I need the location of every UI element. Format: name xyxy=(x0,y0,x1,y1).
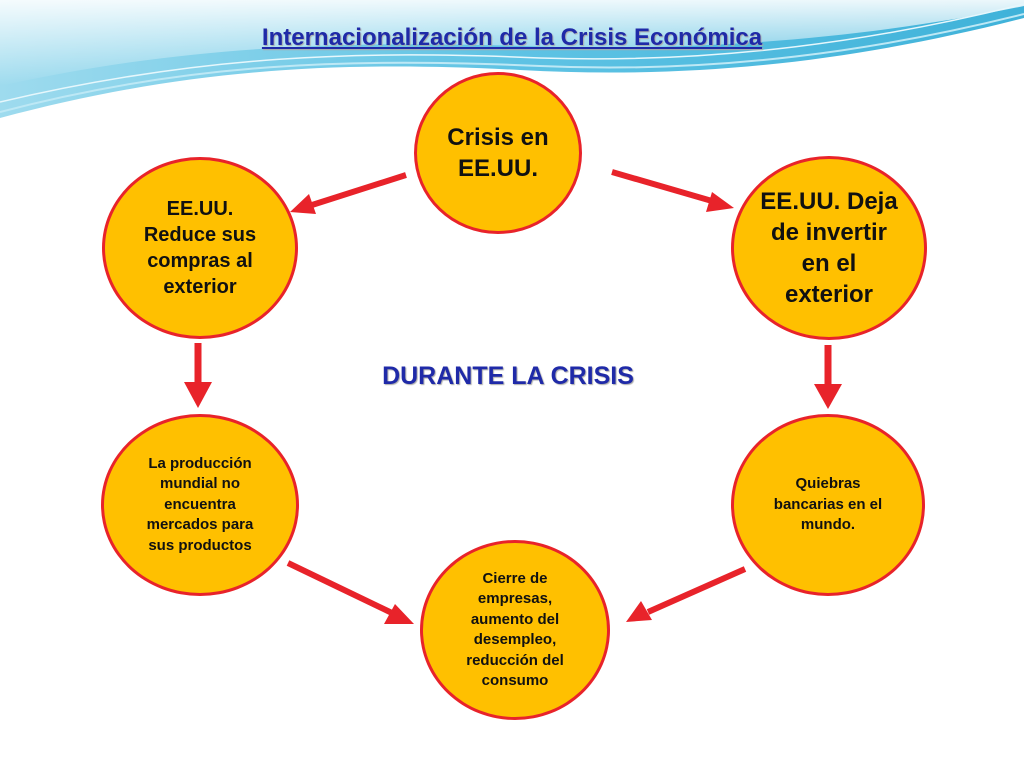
slide-title: Internacionalización de la Crisis Económ… xyxy=(261,24,763,51)
arrow-icon xyxy=(290,172,407,214)
node-crisis-eeuu: Crisis en EE.UU. xyxy=(414,72,582,234)
arrow-icon xyxy=(814,345,842,409)
arrow-icon xyxy=(626,566,747,622)
center-label: DURANTE LA CRISIS xyxy=(382,362,634,390)
node-label: Crisis en EE.UU. xyxy=(447,124,549,182)
node-quiebras-bancarias: Quiebras bancarias en el mundo. xyxy=(731,414,925,596)
wave-line xyxy=(0,13,1024,113)
node-label: EE.UU. Deja de invertir en el exterior xyxy=(760,188,898,308)
node-label: EE.UU. Reduce sus compras al exterior xyxy=(143,198,257,298)
node-reduce-compras: EE.UU. Reduce sus compras al exterior xyxy=(102,157,298,339)
arrow-icon xyxy=(286,560,414,624)
node-label: La producción mundial no encuentra merca… xyxy=(146,454,254,554)
arrow-icon xyxy=(184,343,212,408)
wave-highlight xyxy=(0,0,1024,86)
node-label: Cierre de empresas, aumento del desemple… xyxy=(466,569,564,690)
arrow-icon xyxy=(611,169,734,212)
node-label: Quiebras bancarias en el mundo. xyxy=(773,475,883,534)
node-deja-de-invertir: EE.UU. Deja de invertir en el exterior xyxy=(731,156,927,340)
node-produccion-mundial: La producción mundial no encuentra merca… xyxy=(101,414,299,596)
wave-line xyxy=(0,3,1024,103)
node-cierre-de-empresas: Cierre de empresas, aumento del desemple… xyxy=(420,540,610,720)
